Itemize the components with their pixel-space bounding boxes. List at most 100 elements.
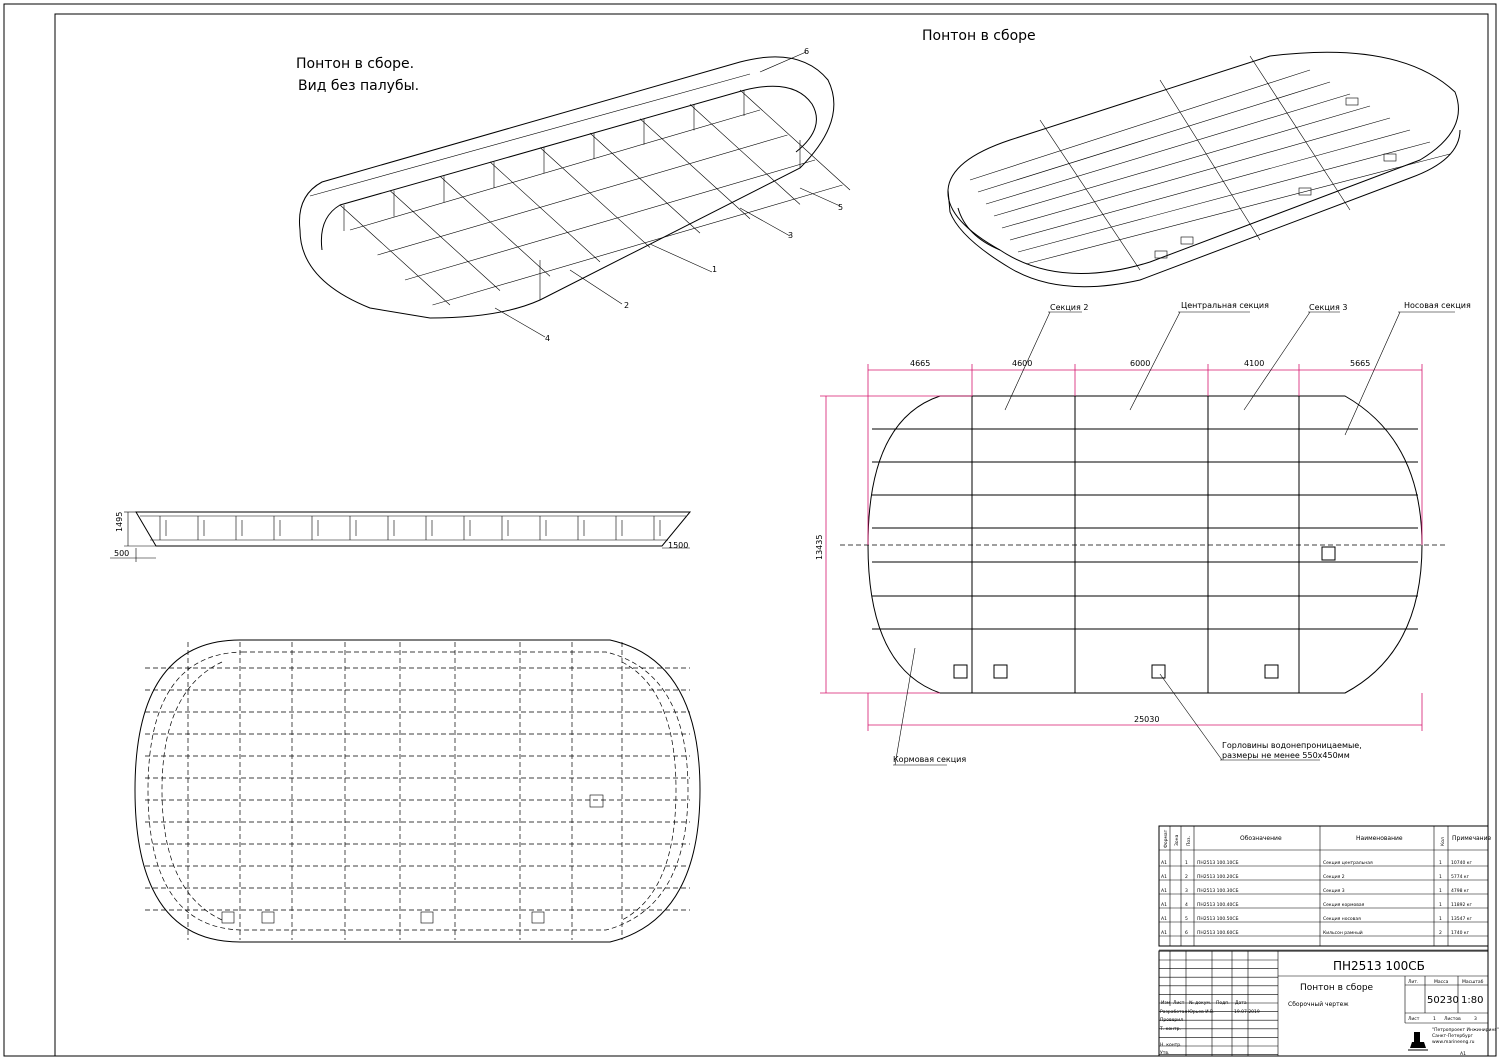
callout-2: 2 [624,301,629,310]
hdr-date: Дата [1235,1000,1247,1006]
spec-cell-name: Секция 2 [1323,874,1345,880]
tkontr-label: Т. контр. [1159,1026,1181,1032]
razrab-date: 19.07.2019 [1234,1009,1260,1015]
spec-cell-pos: 5 [1185,916,1188,922]
hdr-izm: Изм [1161,1000,1170,1006]
label-section-2: Секция 2 [1050,303,1088,312]
hdr-sign: Подп. [1216,1000,1230,1006]
spec-cell-qty: 2 [1439,930,1442,936]
title-name: Понтон в сборе [1300,983,1374,993]
spec-cell-qty: 1 [1439,916,1442,922]
specification-table: Формат Зона Поз. Обозначение Наименовани… [1158,825,1491,951]
dim-width: 13435 [815,535,824,560]
label-section-3: Секция 3 [1309,303,1347,312]
doc-number: ПН2513 100СБ [1333,959,1425,973]
razrab-label: Разработал [1160,1009,1187,1015]
spec-cell-name: Кильсон рамный [1323,929,1363,936]
sheet-frame [54,13,1489,1057]
mass-value: 50230 [1427,995,1459,1006]
spec-cell-format: А1 [1161,874,1167,880]
col-mass: Масса [1434,979,1449,985]
sheets-label: Листов [1444,1016,1461,1022]
deck-plan-view: 4665 4600 6000 4100 5665 25030 13435 Сек… [815,301,1471,766]
sheet-outer-border [3,3,1497,1057]
side-dim-height: 1495 [115,512,124,532]
spec-cell-pos: 6 [1185,930,1188,936]
format-label: А1 [1460,1051,1466,1057]
spec-hdr-zone: Зона [1174,834,1180,846]
sheets-count: 3 [1474,1016,1477,1022]
spec-cell-note: 5774 кг [1451,874,1470,880]
spec-cell-designation: ПН2513 100.60СБ [1197,930,1239,936]
hatch-note-1: Горловины водонепроницаемые, [1222,741,1362,750]
callout-3: 3 [788,231,793,240]
sheet-number: 1 [1433,1016,1436,1022]
dim-top-5: 5665 [1350,359,1370,368]
col-lit: Лит. [1408,979,1418,985]
spec-cell-designation: ПН2513 100.20СБ [1197,874,1239,880]
callout-6: 6 [804,47,809,56]
iso-frame-view: Понтон в сборе. Вид без палубы. 1 2 3 4 … [296,47,851,343]
dim-top-4: 4100 [1244,359,1264,368]
spec-cell-format: А1 [1161,888,1167,894]
spec-cell-name: Секция кормовая [1323,902,1365,908]
title-doc-type: Сборочный чертеж [1288,1001,1349,1008]
dim-total-length: 25030 [1134,715,1159,724]
spec-cell-designation: ПН2513 100.40СБ [1197,902,1239,908]
label-central-section: Центральная секция [1181,301,1269,310]
spec-cell-designation: ПН2513 100.30СБ [1197,888,1239,894]
spec-cell-note: 4798 кг [1451,888,1470,894]
dim-top-1: 4665 [910,359,930,368]
structure-plan-view [134,639,701,943]
title-block: ПН2513 100СБ Понтон в сборе Сборочный че… [1158,950,1499,1057]
sheet-label: Лист [1408,1016,1420,1022]
iso-frame-title-2: Вид без палубы. [298,78,419,94]
spec-cell-note: 11892 кг [1451,902,1472,908]
spec-cell-qty: 1 [1439,902,1442,908]
label-stern-section: Кормовая секция [893,755,966,764]
callout-4: 4 [545,334,550,343]
spec-cell-pos: 3 [1185,888,1188,894]
spec-cell-pos: 2 [1185,874,1188,880]
hdr-list: Лист [1173,1000,1185,1006]
nkontr-label: Н. контр. [1160,1042,1182,1048]
spec-cell-designation: ПН2513 100.10СБ [1197,860,1239,866]
spec-cell-note: 13547 кг [1451,916,1472,922]
spec-hdr-pos: Поз. [1186,836,1192,846]
side-view: 1495 500 1500 [110,511,692,562]
razrab-name: Юрьев И.В. [1188,1009,1215,1015]
col-scale: Масштаб [1462,979,1484,985]
spec-hdr-designation: Обозначение [1240,835,1282,842]
spec-hdr-note: Примечание [1452,835,1491,842]
spec-cell-format: А1 [1161,916,1167,922]
side-dim-left: 500 [114,549,129,558]
spec-cell-format: А1 [1161,930,1167,936]
dim-top-2: 4600 [1012,359,1032,368]
spec-cell-format: А1 [1161,860,1167,866]
spec-cell-note: 10740 кг [1451,860,1472,866]
utv-label: Утв. [1160,1050,1169,1056]
spec-hdr-format: Формат [1163,829,1169,848]
spec-cell-qty: 1 [1439,888,1442,894]
iso-deck-view: Понтон в сборе [922,28,1461,288]
label-bow-section: Носовая секция [1404,301,1471,310]
iso-deck-title: Понтон в сборе [922,28,1036,44]
company-logo [1408,1032,1428,1051]
hatch-note-2: размеры не менее 550х450мм [1222,751,1350,760]
spec-cell-name: Секция 3 [1323,888,1345,894]
spec-cell-pos: 4 [1185,902,1188,908]
spec-cell-name: Секция центральная [1323,860,1373,866]
company-line-1: "Петропроект Инжиниринг" [1432,1027,1499,1033]
spec-cell-format: А1 [1161,902,1167,908]
iso-frame-title-1: Понтон в сборе. [296,56,414,72]
scale-value: 1:80 [1461,995,1483,1006]
spec-cell-name: Секция носовая [1323,916,1361,922]
company-line-3: www.marineeng.ru [1432,1039,1475,1045]
spec-cell-qty: 1 [1439,874,1442,880]
callout-5: 5 [838,203,843,212]
spec-cell-note: 1740 кг [1451,930,1470,936]
spec-cell-qty: 1 [1439,860,1442,866]
company-line-2: Санкт-Петербург [1432,1033,1473,1039]
spec-hdr-name: Наименование [1356,835,1403,842]
